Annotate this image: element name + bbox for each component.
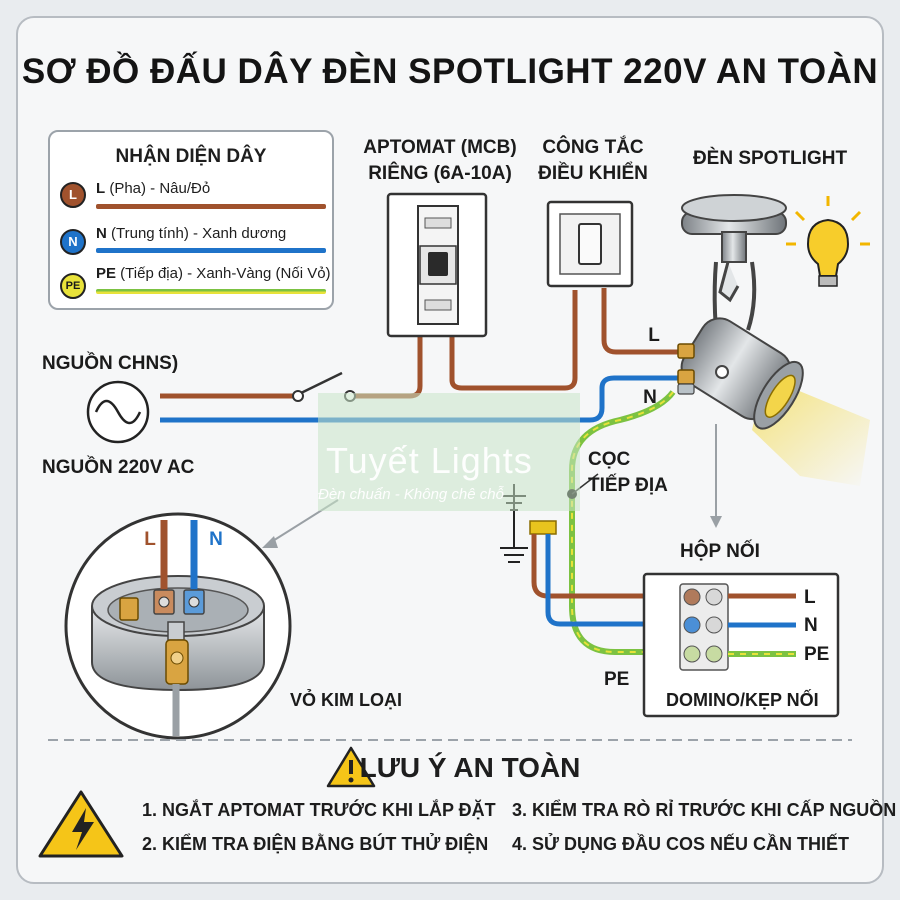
ground-stake-label: CỌC (588, 449, 631, 470)
safety-item-4: 4. SỬ DỤNG ĐẦU COS NẾU CẦN THIẾT (512, 834, 849, 854)
safety-item-2: 2. KIỂM TRA ĐIỆN BẰNG BÚT THỬ ĐIỆN (142, 834, 489, 854)
junction-terminal-l: L (804, 587, 816, 608)
warning-icon (326, 746, 376, 788)
legend-item-neutral: N (Trung tính) - Xanh dương (96, 225, 287, 242)
junction-neutral-feed (545, 534, 676, 627)
safety-title: LƯU Ý AN TOÀN (359, 752, 581, 783)
source-live-wire (160, 330, 423, 399)
junction-terminal-n: N (804, 615, 818, 636)
legend-item-earth: PE (Tiếp địa) - Xanh-Vàng (Nối Vỏ) (96, 265, 331, 282)
spotlight-label: ĐÈN SPOTLIGHT (692, 148, 848, 169)
wall-switch (546, 200, 634, 288)
legend-wire-earth (96, 289, 326, 294)
light-bulb-icon (786, 196, 870, 287)
lamp-neutral-label: N (643, 387, 657, 408)
mcb-label: APTOMAT (MCB) (363, 137, 517, 158)
legend-badge-pe: PE (60, 273, 86, 299)
switch-label: CÔNG TẮC (542, 137, 644, 158)
source-neutral-wire (160, 375, 686, 423)
high-voltage-icon (38, 790, 124, 858)
junction-box (642, 572, 840, 718)
switch-to-lamp-wire (601, 288, 686, 355)
mcb-label-rating: RIÊNG (6A-10A) (368, 163, 512, 184)
safety-item-1: 1. NGẮT APTOMAT TRƯỚC KHI LẮP ĐẶT (142, 800, 496, 820)
legend-item-live: L (Pha) - Nâu/Đỏ (96, 180, 211, 197)
lamp-live-label: L (648, 325, 660, 346)
metal-casing-detail (64, 499, 339, 740)
switch-label-sub: ĐIỀU KHIỂN (538, 163, 648, 184)
metal-case-label: VỎ KIM LOẠI (290, 690, 402, 710)
spotlight-fixture (677, 194, 804, 430)
detail-neutral-label: N (209, 529, 223, 550)
source-label-bottom: NGUỒN 220V AC (42, 457, 195, 478)
legend-title: NHẬN DIỆN DÂY (115, 146, 267, 167)
legend-wire-live (96, 204, 326, 209)
ac-source-icon (86, 380, 150, 444)
source-label-top: NGUỒN CHNS) (42, 353, 179, 374)
junction-pointer-arrow (710, 424, 722, 528)
legend-wire-neutral (96, 248, 326, 253)
mcb-to-switch-wire (449, 290, 578, 391)
domino-label: DOMINO/KẸP NỐI (666, 690, 819, 710)
watermark-tagline: Đèn chuẩn - Không chê chỗ (318, 486, 504, 503)
safety-item-3: 3. KIỂM TRA RÒ RỈ TRƯỚC KHI CẤP NGUỒN (512, 800, 897, 820)
wire-legend: NHẬN DIỆN DÂY L L (Pha) - Nâu/Đỏ N N (Tr… (48, 130, 334, 310)
junction-terminal-pe: PE (804, 644, 830, 665)
watermark-brand: Tuyết Lights (326, 440, 533, 481)
detail-live-label: L (144, 529, 156, 550)
diagram-title: SƠ ĐỒ ĐẤU DÂY ĐÈN SPOTLIGHT 220V AN TOÀN (21, 52, 879, 91)
junction-box-label: HỘP NỐI (680, 541, 760, 562)
legend-badge-n: N (60, 229, 86, 255)
ground-stake-label-sub: TIẾP ĐỊA (588, 475, 668, 496)
pe-wire-label: PE (604, 669, 630, 690)
legend-badge-l: L (60, 182, 86, 208)
mcb-breaker (386, 192, 488, 338)
watermark-panel (318, 393, 580, 511)
